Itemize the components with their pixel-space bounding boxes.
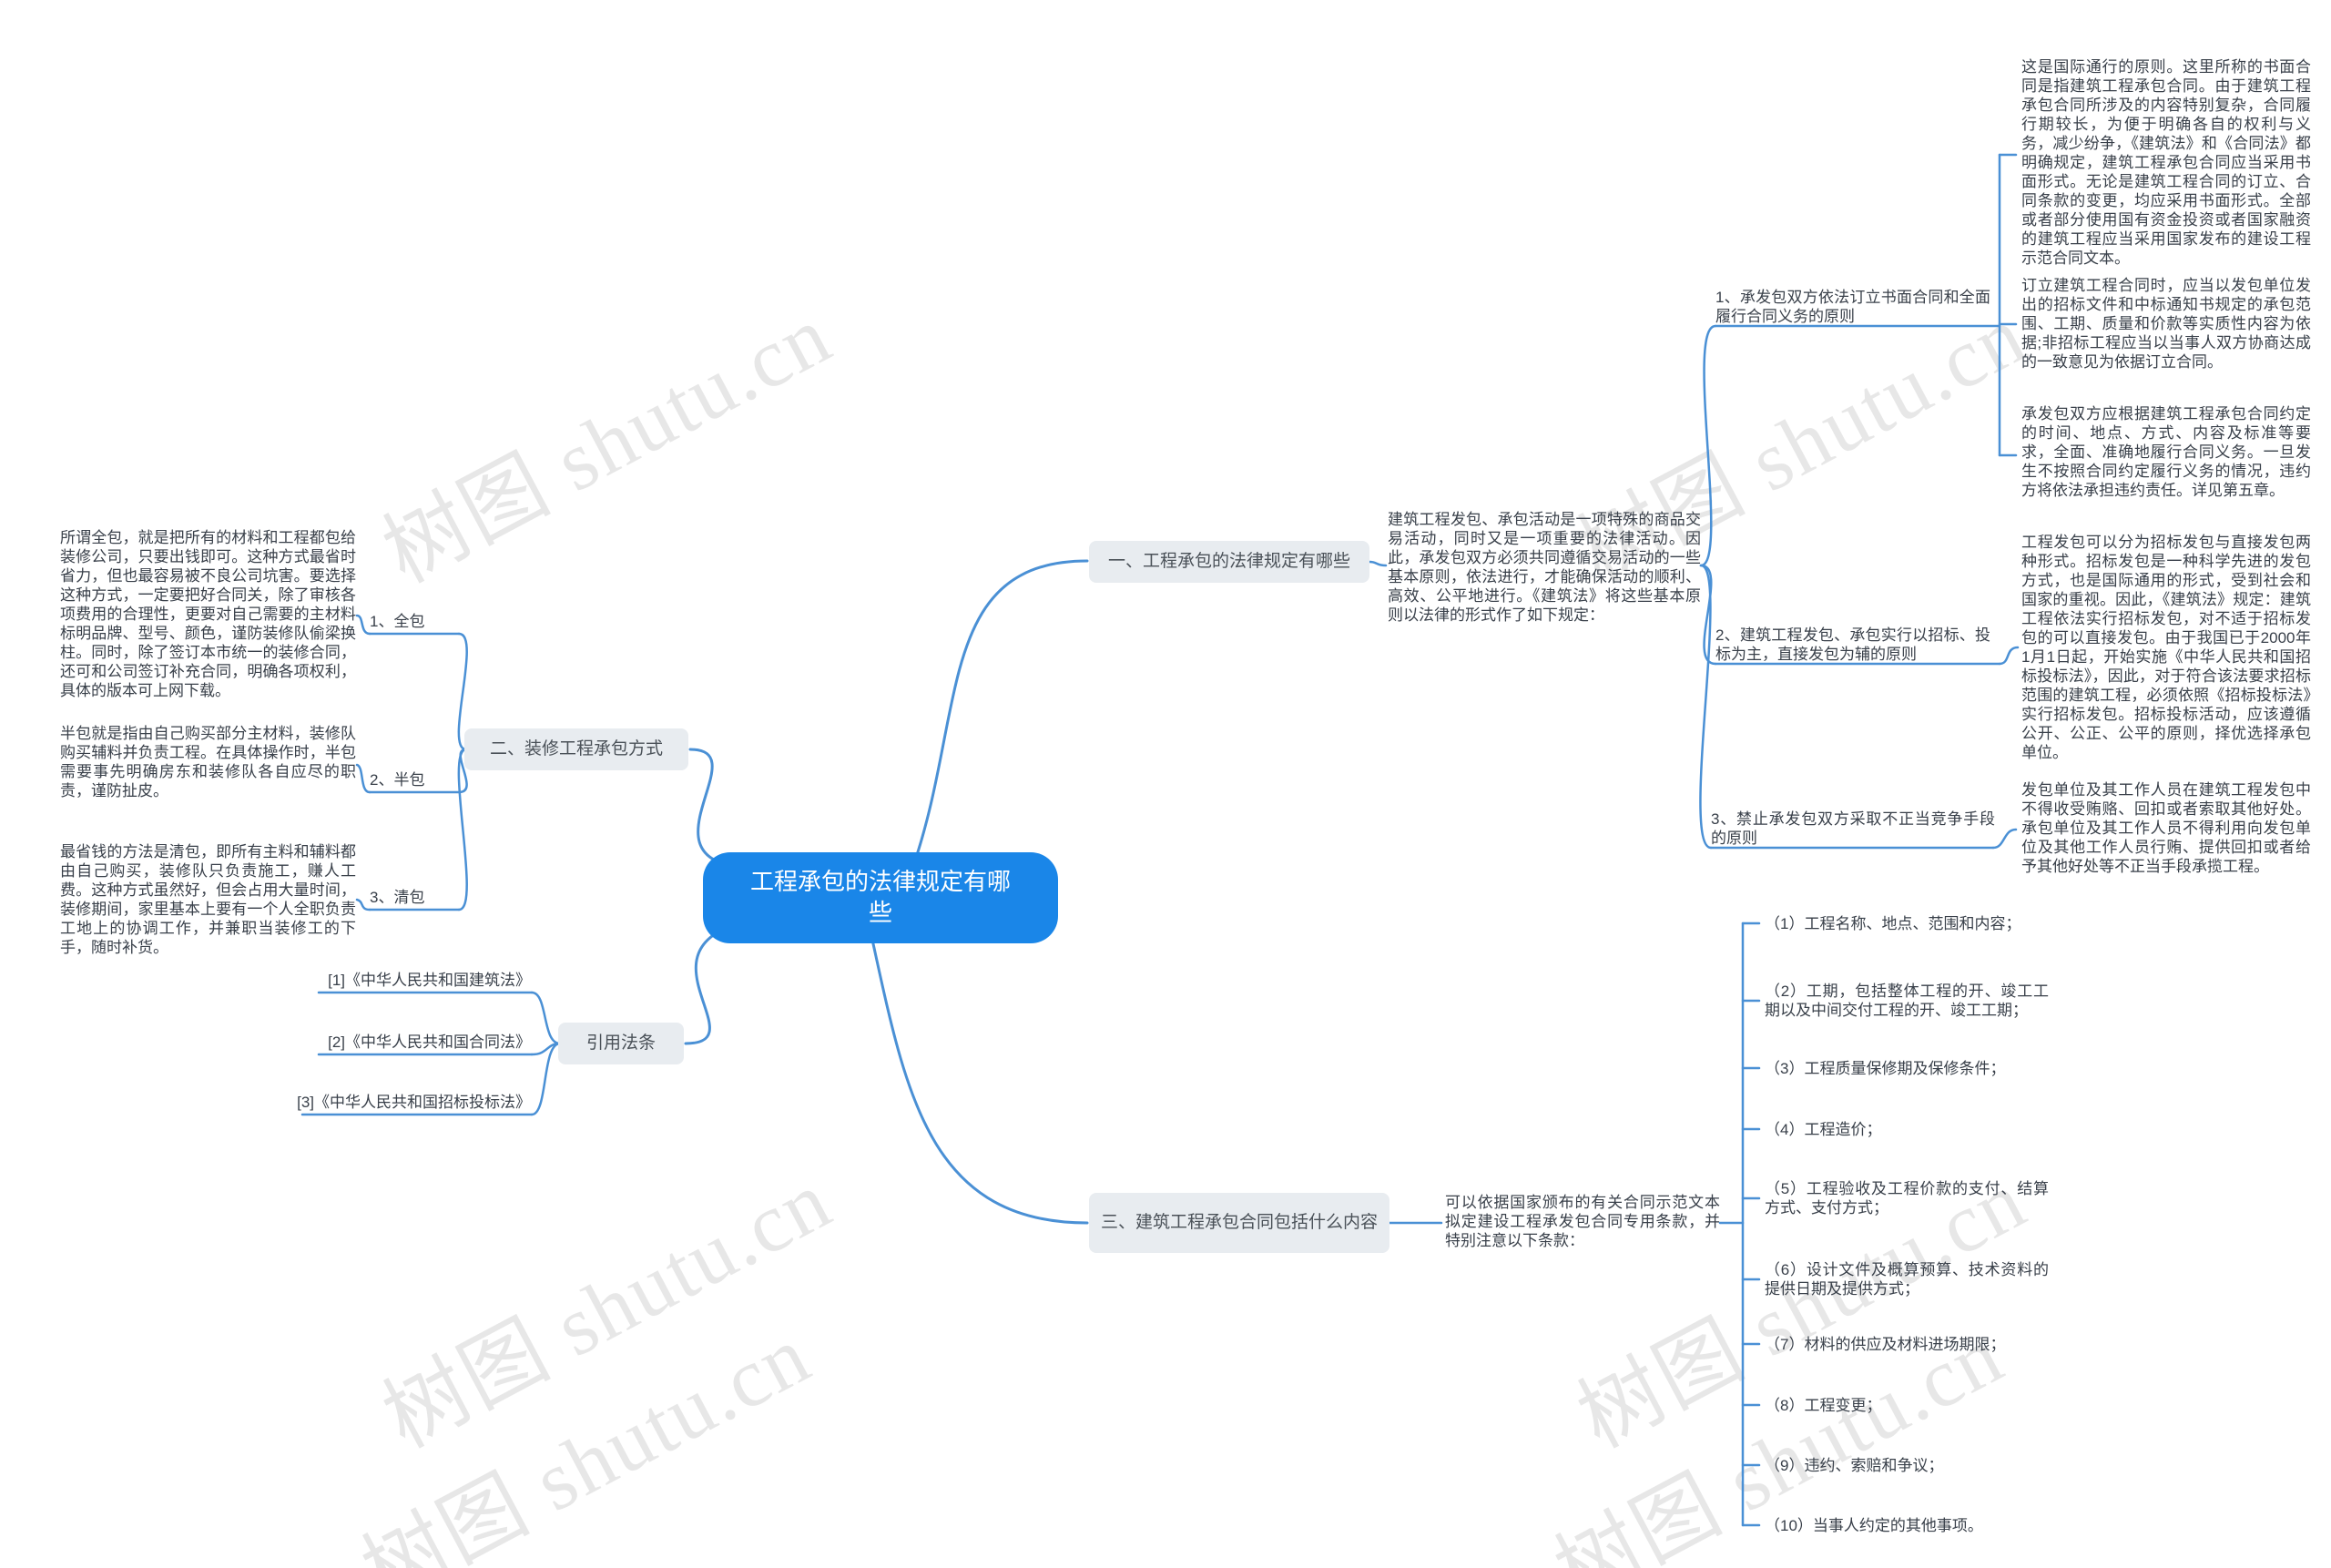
branch-node-legal-rules[interactable]: 一、工程承包的法律规定有哪些 xyxy=(1089,541,1369,583)
branch-node-contract-methods[interactable]: 二、装修工程承包方式 xyxy=(464,728,688,770)
branch-node-contract-contents[interactable]: 三、建筑工程承包合同包括什么内容 xyxy=(1089,1193,1389,1253)
clause-9[interactable]: （9）违约、索赔和争议； xyxy=(1765,1457,1944,1474)
branch-node-cited-laws[interactable]: 引用法条 xyxy=(558,1023,684,1064)
method-banbao-title[interactable]: 2、半包 xyxy=(370,771,425,789)
method-quanbao-title[interactable]: 1、全包 xyxy=(370,613,425,630)
principle-1-detail-1[interactable]: 这是国际通行的原则。这里所称的书面合同是指建筑工程承包合同。由于建筑工程承包合同… xyxy=(2021,58,2311,267)
central-topic[interactable]: 工程承包的法律规定有哪些 xyxy=(703,852,1058,943)
method-banbao-detail[interactable]: 半包就是指由自己购买部分主材料，装修队购买辅料并负责工程。在具体操作时，半包需要… xyxy=(60,725,356,799)
method-qingbao-title[interactable]: 3、清包 xyxy=(370,889,425,906)
law-item-3[interactable]: [3]《中华人民共和国招标投标法》 xyxy=(297,1094,531,1111)
clause-8[interactable]: （8）工程变更； xyxy=(1765,1397,1882,1414)
principle-1-detail-3[interactable]: 承发包双方应根据建筑工程承包合同约定的时间、地点、方式、内容及标准等要求，全面、… xyxy=(2021,405,2311,499)
principle-2-detail-1[interactable]: 工程发包可以分为招标发包与直接发包两种形式。招标发包是一种科学先进的发包方式，也… xyxy=(2021,534,2311,761)
law-item-2[interactable]: [2]《中华人民共和国合同法》 xyxy=(328,1033,531,1051)
clause-10[interactable]: （10）当事人约定的其他事项。 xyxy=(1765,1517,1983,1534)
clause-4[interactable]: （4）工程造价； xyxy=(1765,1121,1882,1138)
principle-1-detail-2[interactable]: 订立建筑工程合同时，应当以发包单位发出的招标文件和中标通知书规定的承包范围、工期… xyxy=(2021,277,2311,371)
principle-3-detail-1[interactable]: 发包单位及其工作人员在建筑工程发包中不得收受贿赂、回扣或者索取其他好处。承包单位… xyxy=(2021,781,2311,875)
principle-3-title[interactable]: 3、禁止承发包双方采取不正当竞争手段的原则 xyxy=(1711,810,1995,847)
clause-3[interactable]: （3）工程质量保修期及保修条件； xyxy=(1765,1060,2006,1077)
clause-7[interactable]: （7）材料的供应及材料进场期限； xyxy=(1765,1336,2006,1353)
clause-2[interactable]: （2）工期，包括整体工程的开、竣工工期以及中间交付工程的开、竣工工期； xyxy=(1765,983,2049,1019)
law-item-1[interactable]: [1]《中华人民共和国建筑法》 xyxy=(328,972,531,989)
clause-6[interactable]: （6）设计文件及概算预算、技术资料的提供日期及提供方式； xyxy=(1765,1261,2049,1298)
branch-1-intro-text[interactable]: 建筑工程发包、承包活动是一项特殊的商品交易活动，同时又是一项重要的法律活动。因此… xyxy=(1388,511,1701,624)
clause-5[interactable]: （5）工程验收及工程价款的支付、结算方式、支付方式； xyxy=(1765,1180,2049,1217)
method-quanbao-detail[interactable]: 所谓全包，就是把所有的材料和工程都包给装修公司，只要出钱即可。这种方式最省时省力… xyxy=(60,529,356,699)
clause-1[interactable]: （1）工程名称、地点、范围和内容； xyxy=(1765,915,2021,932)
branch-3-intro-text[interactable]: 可以依据国家颁布的有关合同示范文本拟定建设工程承发包合同专用条款，并特别注意以下… xyxy=(1445,1194,1720,1249)
principle-2-title[interactable]: 2、建筑工程发包、承包实行以招标、投标为主，直接发包为辅的原则 xyxy=(1715,626,1990,663)
principle-1-title[interactable]: 1、承发包双方依法订立书面合同和全面履行合同义务的原则 xyxy=(1715,289,1990,325)
method-qingbao-detail[interactable]: 最省钱的方法是清包，即所有主料和辅料都由自己购买，装修队只负责施工，赚人工费。这… xyxy=(60,843,356,956)
